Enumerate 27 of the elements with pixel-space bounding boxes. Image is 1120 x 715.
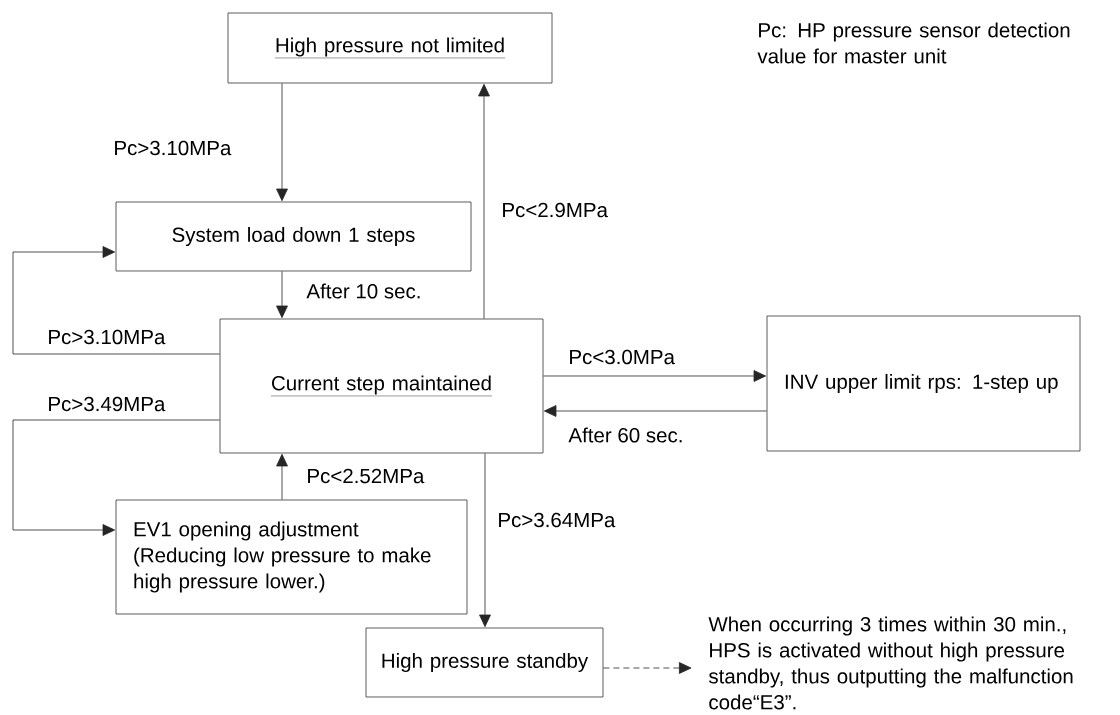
arrow bbox=[12, 419, 220, 536]
process-box: System load down 1 steps bbox=[115, 201, 472, 272]
note-text: When occurring 3 times within 30 min., HPS is activated without high pressure standby, thus outputting the malfunction code“E3”. bbox=[708, 616, 1073, 710]
arrow bbox=[276, 83, 288, 202]
edge-label: Pc<3.0MPa bbox=[567, 348, 676, 366]
edge-label: Pc<2.9MPa bbox=[500, 201, 609, 219]
arrow bbox=[543, 370, 767, 382]
arrow bbox=[478, 83, 490, 319]
edge-label: Pc>3.10MPa bbox=[112, 139, 233, 157]
process-box: INV upper limit rps: 1-step up bbox=[766, 315, 1081, 452]
edge-label: After 60 sec. bbox=[567, 426, 685, 444]
arrow bbox=[479, 453, 491, 628]
arrow bbox=[276, 453, 288, 500]
edge-label: Pc<2.52MPa bbox=[305, 467, 426, 485]
arrow bbox=[12, 246, 220, 355]
process-box: EV1 opening adjustment (Reducing low pressure to make high pressure lower.) bbox=[115, 499, 468, 615]
process-box: High pressure standby bbox=[365, 627, 604, 698]
arrow bbox=[603, 662, 692, 674]
edge-label: Pc>3.64MPa bbox=[496, 511, 617, 529]
edge-label: Pc>3.10MPa bbox=[46, 328, 167, 346]
arrow bbox=[543, 405, 767, 417]
process-box: High pressure not limited bbox=[227, 12, 553, 84]
edge-label: After 10 sec. bbox=[305, 282, 423, 300]
arrow bbox=[276, 271, 288, 319]
note-text: Pc: HP pressure sensor detection value for master unit bbox=[757, 22, 1070, 64]
edge-label: Pc>3.49MPa bbox=[46, 395, 167, 413]
process-box: Current step maintained bbox=[219, 318, 544, 454]
